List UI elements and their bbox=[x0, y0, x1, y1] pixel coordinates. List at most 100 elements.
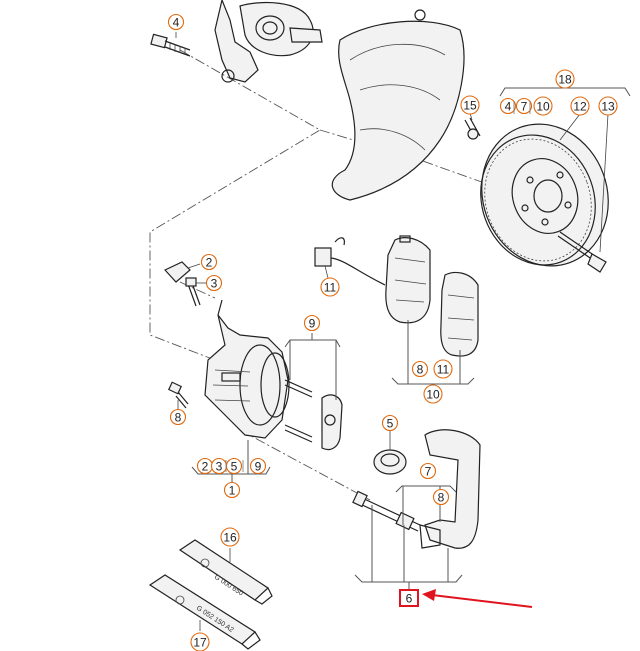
bolt-4 bbox=[150, 33, 191, 57]
callout-circle bbox=[220, 527, 240, 547]
callout-8: 8 bbox=[432, 488, 450, 506]
callout-label: 8 bbox=[175, 411, 182, 425]
callout-label: 11 bbox=[324, 281, 337, 295]
callout-10: 10 bbox=[533, 96, 553, 116]
callout-label: 3 bbox=[211, 277, 218, 291]
callout-circle bbox=[167, 13, 185, 31]
callout-circle bbox=[533, 96, 553, 116]
callout-7: 7 bbox=[515, 97, 533, 115]
callout-circle bbox=[555, 69, 575, 89]
highlight-box bbox=[399, 589, 419, 607]
brake-caliper bbox=[204, 299, 290, 439]
callout-label: 15 bbox=[463, 99, 477, 113]
callout-circle bbox=[423, 384, 443, 404]
callout-circle bbox=[249, 457, 267, 475]
screw-13 bbox=[557, 231, 607, 273]
callout-label: 4 bbox=[173, 16, 180, 30]
callout-circle bbox=[515, 97, 533, 115]
callout-label: 8 bbox=[438, 491, 445, 505]
bleed-cap-2 bbox=[164, 261, 191, 283]
callout-4: 4 bbox=[499, 97, 517, 115]
callout-label: 12 bbox=[573, 100, 587, 114]
callout-label: 2 bbox=[202, 460, 209, 474]
red-arrow-head bbox=[422, 589, 436, 601]
callout-circle bbox=[411, 360, 429, 378]
callout-label: 9 bbox=[255, 460, 262, 474]
callout-label: 3 bbox=[216, 460, 223, 474]
callout-8: 8 bbox=[169, 408, 187, 426]
callout-5: 5 bbox=[225, 457, 243, 475]
callout-12: 12 bbox=[570, 96, 590, 116]
callout-circle bbox=[419, 462, 437, 480]
callout-7: 7 bbox=[419, 462, 437, 480]
callout-circle bbox=[190, 632, 210, 651]
callout-circle bbox=[432, 488, 450, 506]
callout-circle bbox=[433, 359, 453, 379]
callout-label: 8 bbox=[417, 363, 424, 377]
callout-circle bbox=[598, 96, 618, 116]
callout-label: 17 bbox=[193, 636, 207, 650]
callout-8: 8 bbox=[411, 360, 429, 378]
callout-label: 9 bbox=[309, 317, 316, 331]
callout-4: 4 bbox=[167, 13, 185, 31]
callout-label: 10 bbox=[426, 388, 440, 402]
callout-label: 4 bbox=[505, 100, 512, 114]
callout-label: 7 bbox=[425, 465, 432, 479]
brake-pad-inner bbox=[385, 235, 431, 324]
splash-shield bbox=[331, 9, 465, 201]
brake-pad-outer bbox=[440, 271, 479, 357]
callout-2: 2 bbox=[196, 457, 214, 475]
bleed-screw-3 bbox=[185, 277, 201, 307]
piston-seal-5 bbox=[373, 449, 407, 475]
callout-label: 7 bbox=[521, 100, 528, 114]
bolt-8 bbox=[167, 381, 189, 409]
callout-15: 15 bbox=[460, 95, 480, 115]
callout-3: 3 bbox=[210, 457, 228, 475]
wear-sensor bbox=[314, 237, 386, 286]
callout-circle bbox=[381, 414, 399, 432]
pad-shim bbox=[321, 394, 343, 451]
callout-3: 3 bbox=[205, 274, 223, 292]
callout-circle bbox=[499, 97, 517, 115]
callout-16: 16 bbox=[220, 527, 240, 547]
callout-label: 16 bbox=[223, 531, 237, 545]
callout-circle bbox=[460, 95, 480, 115]
callout-label: 5 bbox=[387, 417, 394, 431]
caliper-carrier bbox=[419, 429, 481, 549]
callout-2: 2 bbox=[200, 253, 218, 271]
guide-pins bbox=[284, 379, 313, 443]
carrier-bolts bbox=[352, 490, 421, 532]
bolt-15 bbox=[464, 117, 481, 140]
callout-circle bbox=[169, 408, 187, 426]
callout-circle bbox=[570, 96, 590, 116]
callout-circle bbox=[303, 314, 321, 332]
red-arrow bbox=[431, 594, 533, 608]
callout-circle bbox=[205, 274, 223, 292]
callout-label: 10 bbox=[536, 100, 550, 114]
callout-9: 9 bbox=[303, 314, 321, 332]
callout-5: 5 bbox=[381, 414, 399, 432]
callout-circle bbox=[225, 457, 243, 475]
brake-disc bbox=[480, 123, 609, 267]
callout-label: 11 bbox=[437, 363, 450, 377]
callout-10: 10 bbox=[423, 384, 443, 404]
group-separators bbox=[225, 101, 531, 472]
callout-17: 17 bbox=[190, 632, 210, 651]
callout-13: 13 bbox=[598, 96, 618, 116]
callout-label: 18 bbox=[558, 73, 572, 87]
callout-label: 5 bbox=[231, 460, 238, 474]
callout-circle bbox=[200, 253, 218, 271]
callout-1: 1 bbox=[223, 481, 241, 499]
callout-9: 9 bbox=[249, 457, 267, 475]
callout-label: 1 bbox=[229, 484, 236, 498]
highlight-marker bbox=[399, 589, 533, 608]
callout-18: 18 bbox=[555, 69, 575, 89]
callout-circle bbox=[320, 277, 340, 297]
callout-11: 11 bbox=[433, 359, 453, 379]
callout-circle bbox=[223, 481, 241, 499]
callout-label: 13 bbox=[601, 100, 615, 114]
steering-knuckle bbox=[214, 0, 323, 83]
callout-label: 2 bbox=[206, 256, 213, 270]
